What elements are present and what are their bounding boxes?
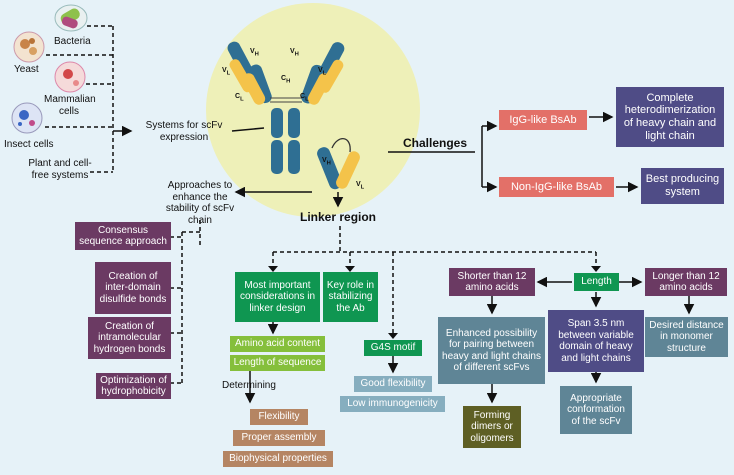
approach-disulfide: Creation of inter-domain disulfide bonds bbox=[95, 262, 171, 314]
result-heterodimerization: Complete heterodimerization of heavy cha… bbox=[616, 87, 724, 147]
label-ch: CH bbox=[281, 75, 291, 85]
outcome-flexibility: Flexibility bbox=[250, 409, 308, 425]
length-shorter: Shorter than 12 amino acids bbox=[449, 268, 535, 296]
organism-plant: Plant and cell-free systems bbox=[28, 158, 92, 181]
yeast-icon bbox=[13, 31, 45, 63]
length-box: Length bbox=[574, 273, 619, 291]
challenges-title: Challenges bbox=[403, 136, 468, 150]
key-role-box: Key role in stabilizing the Ab bbox=[323, 272, 378, 322]
systems-label: Systems for scFv expression bbox=[145, 120, 223, 143]
organism-bacteria: Bacteria bbox=[54, 36, 91, 47]
label-vl-right: VL bbox=[318, 67, 327, 77]
length-shorter-result: Forming dimers or oligomers bbox=[463, 406, 521, 448]
length-longer: Longer than 12 amino acids bbox=[645, 268, 727, 296]
g4s-good-flexibility: Good flexibility bbox=[354, 376, 432, 392]
consideration-amino-acid: Amino acid content bbox=[230, 336, 325, 352]
determining-label: Determining bbox=[222, 380, 276, 391]
consideration-length-sequence: Length of sequence bbox=[230, 355, 325, 371]
organism-insect: Insect cells bbox=[4, 139, 54, 150]
mammalian-cell-icon bbox=[54, 61, 86, 93]
bacteria-icon bbox=[54, 4, 88, 32]
challenge-non-igg-like: Non-IgG-like BsAb bbox=[499, 177, 614, 197]
outcome-proper-assembly: Proper assembly bbox=[233, 430, 325, 446]
length-span: Span 3.5 nm between variable domain of h… bbox=[548, 310, 644, 372]
label-cl-left: CL bbox=[235, 93, 244, 103]
outcome-biophysical: Biophysical properties bbox=[223, 451, 333, 467]
g4s-low-immunogenicity: Low immunogenicity bbox=[340, 396, 445, 412]
approach-hydrogen: Creation of intramolecular hydrogen bond… bbox=[88, 317, 171, 359]
organism-yeast: Yeast bbox=[14, 64, 39, 75]
length-span-result: Appropriate conformation of the scFv bbox=[560, 386, 632, 434]
g4s-motif-box: G4S motif bbox=[364, 340, 422, 356]
insect-cell-icon bbox=[11, 102, 43, 134]
label-vh-left: VH bbox=[250, 48, 259, 58]
length-longer-effect: Desired distance in monomer structure bbox=[645, 317, 728, 357]
considerations-box: Most important considerations in linker … bbox=[235, 272, 320, 322]
scfv-illustration bbox=[317, 138, 360, 190]
approach-consensus: Consensus sequence approach bbox=[75, 222, 171, 250]
antibody-backdrop bbox=[206, 3, 420, 217]
antibody-illustration bbox=[227, 41, 345, 174]
label-scfv-vh: VH bbox=[322, 157, 331, 167]
result-best-producing: Best producing system bbox=[641, 168, 724, 204]
challenge-igg-like: IgG-like BsAb bbox=[499, 110, 587, 130]
label-vh-right: VH bbox=[290, 48, 299, 58]
label-cl-right: CL bbox=[300, 93, 309, 103]
linker-region-title: Linker region bbox=[300, 210, 377, 224]
approach-hydrophobicity: Optimization of hydrophobicity bbox=[96, 373, 171, 399]
label-vl-left: VL bbox=[222, 67, 231, 77]
approaches-label: Approaches to enhance the stability of s… bbox=[165, 180, 235, 226]
length-shorter-effect: Enhanced possibility for pairing between… bbox=[438, 317, 545, 384]
organism-mammalian: Mammalian cells bbox=[44, 94, 96, 117]
label-scfv-vl: VL bbox=[356, 181, 365, 191]
